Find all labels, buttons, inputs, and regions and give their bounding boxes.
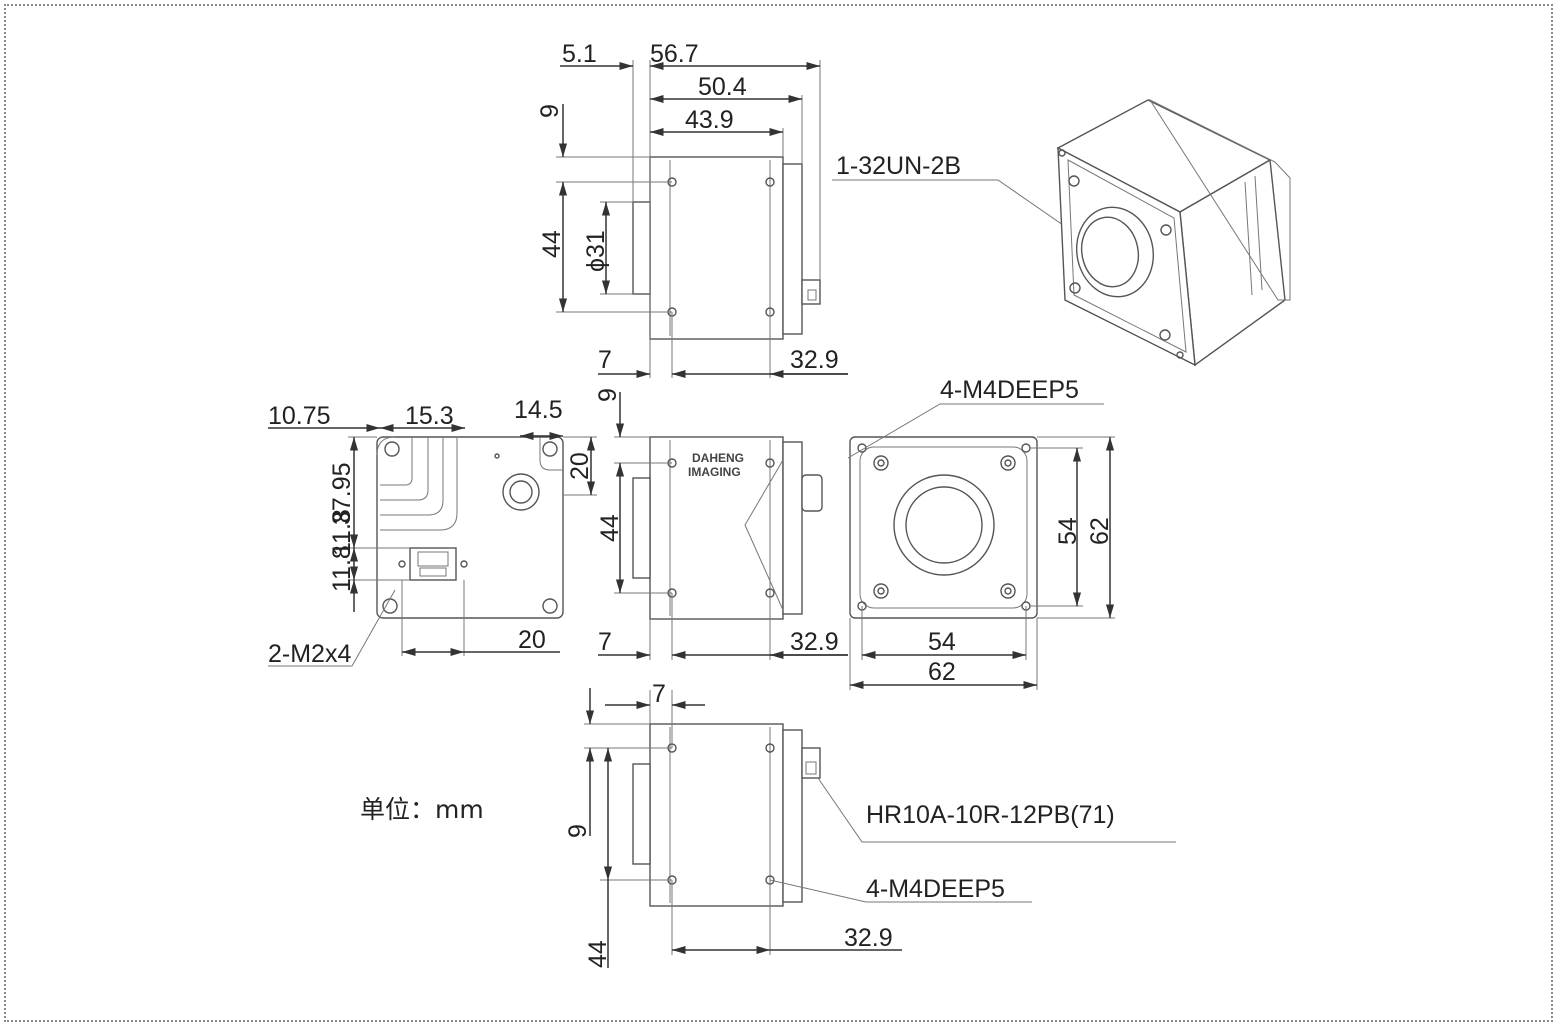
dim-32-9: 32.9 <box>844 924 893 952</box>
top-view: 56.7 5.1 50.4 43.9 9 44 ϕ31 7 32.9 1-32U… <box>536 40 1103 379</box>
dim-7: 7 <box>598 346 612 374</box>
front-view: 4-M4DEEP5 54 62 54 62 <box>847 376 1115 690</box>
front-view-body <box>849 436 1038 619</box>
dim-20-horizontal: 20 <box>518 626 546 654</box>
back-view-body <box>376 436 564 619</box>
front-view-lens-ring <box>893 474 995 576</box>
back-view: 10.75 15.3 14.5 37.95 20 11.8 11.8 20 2-… <box>268 396 597 668</box>
dim-62-vertical: 62 <box>1086 517 1114 545</box>
top-view-lens-mount <box>632 201 651 295</box>
dim-56-7: 56.7 <box>650 40 699 68</box>
dim-20-vertical: 20 <box>566 452 594 480</box>
dim-62-horizontal: 62 <box>928 658 956 686</box>
dim-9: 9 <box>594 388 622 402</box>
dim-5-1: 5.1 <box>562 40 597 68</box>
dim-9: 9 <box>564 824 592 838</box>
dim-43-9: 43.9 <box>685 106 734 134</box>
dim-11-8-upper: 11.8 <box>328 509 356 556</box>
dim-32-9: 32.9 <box>790 628 839 656</box>
dim-44: 44 <box>538 230 566 258</box>
brand-logo-line2: IMAGING <box>688 465 741 479</box>
back-view-ethernet-port <box>409 547 457 581</box>
dim-7: 7 <box>652 680 666 708</box>
lens-opening <box>1080 216 1140 288</box>
front-view-lens-opening <box>905 486 983 564</box>
dim-44: 44 <box>584 940 612 968</box>
thread-spec-label: 1-32UN-2B <box>836 152 961 180</box>
dim-44: 44 <box>596 514 624 542</box>
dim-9: 9 <box>536 104 564 118</box>
lens-thread-ring <box>1075 206 1155 298</box>
bottom-view: 7 9 44 32.9 HR10A-10R-12PB(71) 4-M4DEEP5 <box>564 680 1176 968</box>
back-view-port <box>502 473 540 511</box>
dim-10-75: 10.75 <box>268 402 331 430</box>
dim-37-95: 37.95 <box>328 462 356 525</box>
dim-50-4: 50.4 <box>698 73 747 101</box>
connector-spec-label: HR10A-10R-12PB(71) <box>866 801 1115 829</box>
screw-spec-label: 2-M2x4 <box>268 640 351 668</box>
bottom-screw-spec: 4-M4DEEP5 <box>866 875 1005 903</box>
side-view: DAHENG IMAGING 9 44 7 32.9 <box>594 388 848 660</box>
dim-15-3: 15.3 <box>405 402 454 430</box>
front-screw-spec: 4-M4DEEP5 <box>940 376 1079 404</box>
dim-54-horizontal: 54 <box>928 628 956 656</box>
dim-d31: ϕ31 <box>582 230 610 272</box>
dim-32-9: 32.9 <box>790 346 839 374</box>
dim-11-8-lower: 11.8 <box>328 545 356 592</box>
brand-logo-line1: DAHENG <box>692 451 744 465</box>
dim-14-5: 14.5 <box>514 396 563 424</box>
screw-hole <box>765 177 775 187</box>
dim-54-vertical: 54 <box>1054 517 1082 545</box>
iso-view <box>1056 98 1291 367</box>
dim-7: 7 <box>598 628 612 656</box>
top-view-rear-fins <box>782 163 803 335</box>
drawing-border <box>4 4 1553 1022</box>
unit-label: 单位：mm <box>360 795 484 824</box>
